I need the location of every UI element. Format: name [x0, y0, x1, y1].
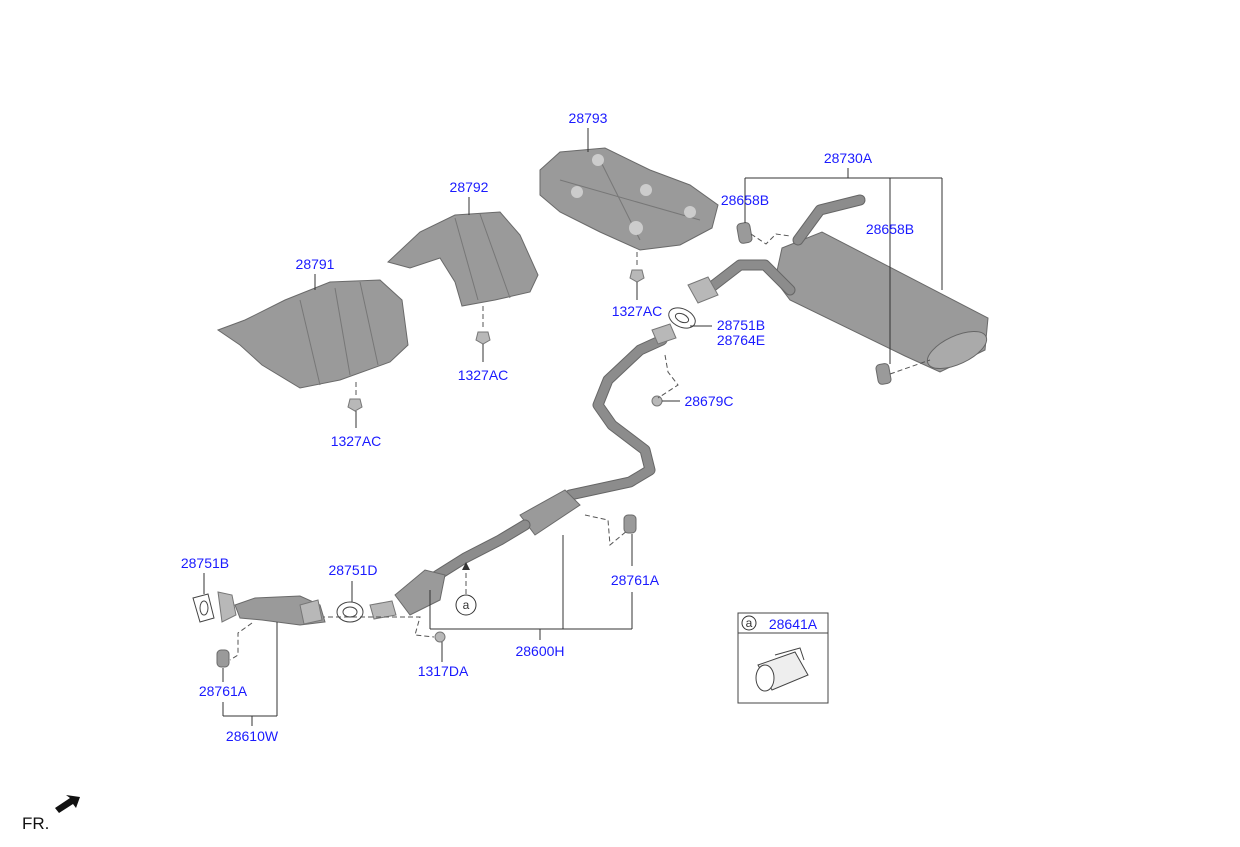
clamp-reference-callout: a — [455, 594, 477, 616]
label-28658b-right[interactable]: 28658B — [866, 221, 914, 237]
hanger-rear-left[interactable] — [736, 222, 753, 244]
label-28751b-rear[interactable]: 28751B — [717, 317, 765, 333]
label-28600h[interactable]: 28600H — [515, 643, 564, 659]
label-28751b-front[interactable]: 28751B — [181, 555, 229, 571]
label-1327ac-front[interactable]: 1327AC — [458, 367, 509, 383]
label-28610w[interactable]: 28610W — [226, 728, 279, 744]
front-direction-indicator: FR. — [22, 795, 80, 833]
label-28793[interactable]: 28793 — [569, 110, 608, 126]
label-28761a-center[interactable]: 28761A — [611, 572, 660, 588]
center-muffler[interactable] — [369, 323, 677, 620]
heat-protector-manifold[interactable] — [216, 279, 409, 389]
label-28761a-front[interactable]: 28761A — [199, 683, 248, 699]
nut-rear[interactable] — [651, 395, 663, 407]
label-1327ac-center[interactable]: 1327AC — [612, 303, 663, 319]
nut-front-protector[interactable] — [475, 331, 491, 345]
heat-protector-front[interactable] — [387, 211, 539, 307]
label-28658b-left[interactable]: 28658B — [721, 192, 769, 208]
label-28751d[interactable]: 28751D — [328, 562, 377, 578]
label-28791[interactable]: 28791 — [296, 256, 335, 272]
bolt-center[interactable] — [434, 631, 446, 643]
gasket-rear[interactable] — [666, 304, 699, 332]
front-direction-label: FR. — [22, 814, 49, 833]
gasket-center[interactable] — [336, 601, 364, 623]
svg-text:a: a — [463, 598, 470, 612]
hanger-center[interactable] — [623, 514, 637, 534]
label-1317da[interactable]: 1317DA — [418, 663, 469, 679]
label-28730a[interactable]: 28730A — [824, 150, 873, 166]
nut-manifold-protector[interactable] — [347, 398, 363, 412]
hanger-front[interactable] — [216, 649, 230, 668]
label-28679c[interactable]: 28679C — [684, 393, 733, 409]
front-pipe[interactable] — [217, 591, 326, 626]
rear-muffler[interactable] — [687, 194, 992, 376]
label-28792[interactable]: 28792 — [450, 179, 489, 195]
label-1327ac-manifold[interactable]: 1327AC — [331, 433, 382, 449]
svg-text:a: a — [746, 616, 753, 630]
gasket-front[interactable] — [192, 593, 215, 623]
heat-protector-center[interactable] — [539, 147, 719, 251]
clamp-box[interactable]: a — [737, 612, 829, 704]
label-28764e[interactable]: 28764E — [717, 332, 765, 348]
nut-center-protector[interactable] — [629, 269, 645, 283]
hanger-rear-right[interactable] — [875, 363, 892, 385]
label-28641a[interactable]: 28641A — [769, 616, 818, 632]
